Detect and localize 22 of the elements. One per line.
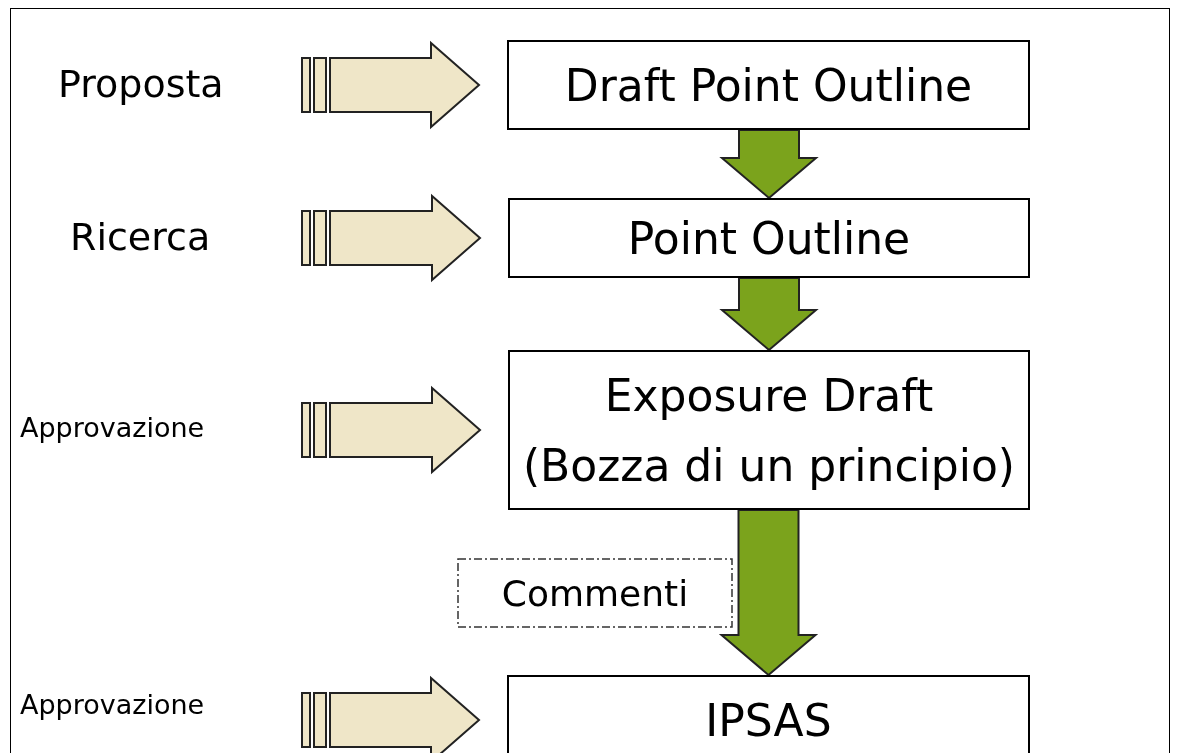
process-box: [508, 198, 1030, 278]
dashed-note-box: [457, 558, 733, 628]
process-box: [507, 675, 1030, 753]
block-arrow: [301, 385, 482, 475]
block-arrow: [301, 193, 482, 283]
process-box: [507, 40, 1030, 130]
block-arrow: [301, 675, 481, 753]
stage-label: Approvazione: [20, 411, 205, 445]
box-label: Draft Point Outline: [564, 58, 973, 113]
block-arrow: [718, 509, 819, 677]
box-label: IPSAS: [705, 693, 832, 748]
block-arrow: [719, 277, 819, 352]
stage-label: Proposta: [58, 61, 224, 109]
process-box: [508, 350, 1030, 510]
stage-label: Ricerca: [70, 214, 211, 262]
box-label: Point Outline: [627, 211, 911, 266]
block-arrow: [719, 129, 819, 200]
block-arrow: [301, 40, 481, 130]
box-label: Exposure Draft: [604, 368, 934, 423]
note-label: Commenti: [501, 571, 689, 616]
stage-label: Approvazione: [20, 688, 205, 722]
box-label: (Bozza di un principio): [522, 438, 1016, 493]
